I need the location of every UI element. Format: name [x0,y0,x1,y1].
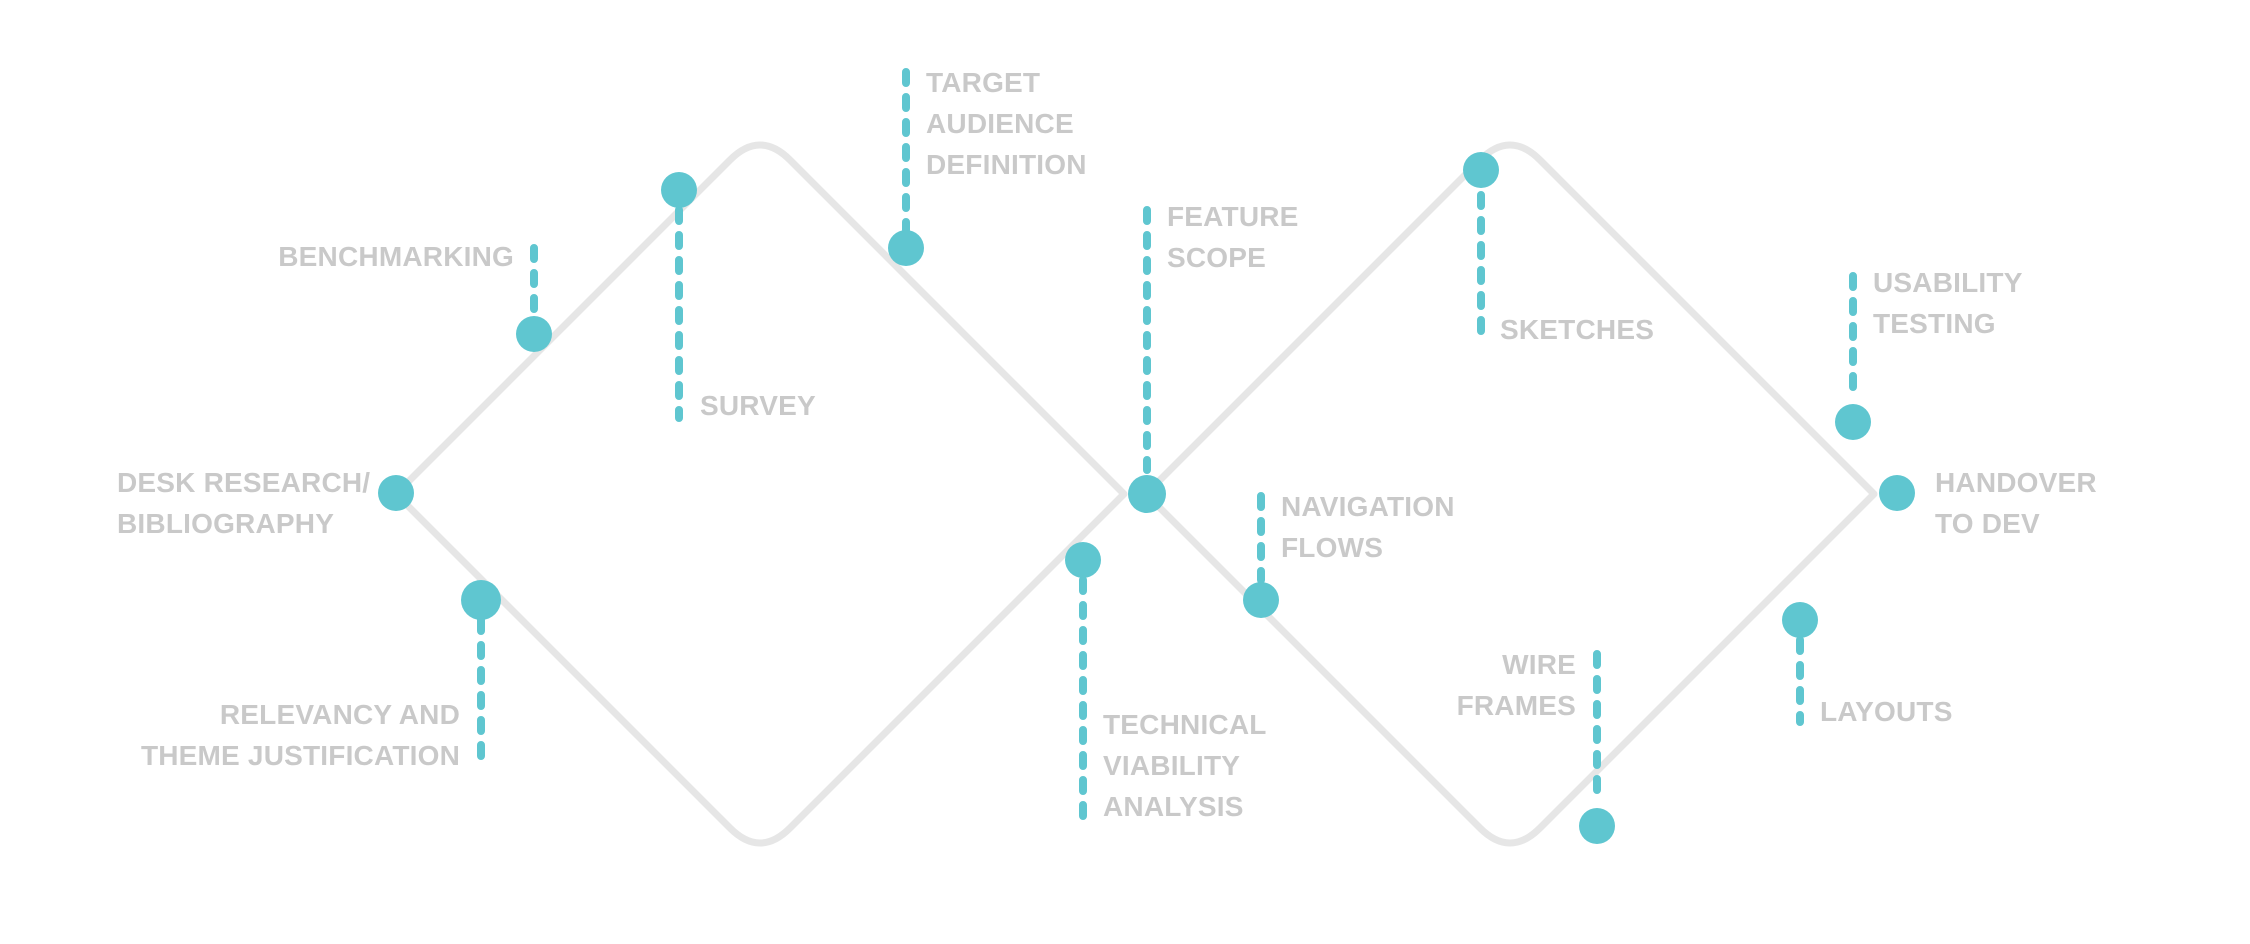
target-audience-line-2: AUDIENCE [926,108,1074,139]
relevancy-line-2: THEME JUSTIFICATION [140,740,460,771]
handover-line-1: HANDOVER [1935,467,2097,498]
handover-dot [1879,475,1915,511]
target-audience-label: TARGET AUDIENCE DEFINITION [926,62,1087,185]
usability-testing-line-2: TESTING [1873,308,1996,339]
feature-scope-line-1: FEATURE [1167,201,1299,232]
technical-viability-label: TECHNICAL VIABILITY ANALYSIS [1103,704,1267,827]
navigation-flows-line-2: FLOWS [1281,532,1384,563]
relevancy-label: RELEVANCY AND THEME JUSTIFICATION [141,694,460,776]
navigation-flows-label: NAVIGATION FLOWS [1281,486,1455,568]
feature-scope-dot [1128,475,1166,513]
survey-label: SURVEY [700,385,816,426]
feature-scope-line-2: SCOPE [1167,242,1267,273]
desk-research-dot [378,475,414,511]
sketches-dot [1463,152,1499,188]
relevancy-dot [461,580,501,620]
desk-research-line-2: BIBLIOGRAPHY [117,508,335,539]
target-audience-line-3: DEFINITION [926,149,1087,180]
technical-viability-line-1: TECHNICAL [1103,709,1267,740]
navigation-flows-dot [1243,582,1279,618]
desk-research-label: DESK RESEARCH/ BIBLIOGRAPHY [117,462,370,544]
right-diamond-path [1142,141,1878,847]
technical-viability-line-2: VIABILITY [1103,750,1241,781]
technical-viability-dot [1065,542,1101,578]
technical-viability-line-3: ANALYSIS [1103,791,1244,822]
wire-frames-label: WIRE FRAMES [1457,644,1576,726]
survey-line-1: SURVEY [700,390,816,421]
left-diamond-path [392,141,1128,847]
feature-scope-label: FEATURE SCOPE [1167,196,1299,278]
survey-dot [661,172,697,208]
wire-frames-line-1: WIRE [1502,649,1576,680]
layouts-label: LAYOUTS [1820,691,1953,732]
wire-frames-dot [1579,808,1615,844]
handover-line-2: TO DEV [1935,508,2040,539]
usability-testing-label: USABILITY TESTING [1873,262,2023,344]
navigation-flows-line-1: NAVIGATION [1281,491,1455,522]
target-audience-dot [888,230,924,266]
usability-testing-line-1: USABILITY [1873,267,2023,298]
sketches-label: SKETCHES [1500,309,1654,350]
desk-research-line-1: DESK RESEARCH/ [117,467,371,498]
layouts-line-1: LAYOUTS [1820,696,1953,727]
layouts-dot [1782,602,1818,638]
wire-frames-line-2: FRAMES [1456,690,1576,721]
benchmarking-label: BENCHMARKING [278,236,514,277]
handover-label: HANDOVER TO DEV [1935,462,2097,544]
benchmarking-line-1: BENCHMARKING [278,241,514,272]
relevancy-line-1: RELEVANCY AND [219,699,460,730]
benchmarking-dot [516,316,552,352]
target-audience-line-1: TARGET [926,67,1041,98]
sketches-line-1: SKETCHES [1500,314,1655,345]
usability-testing-dot [1835,404,1871,440]
